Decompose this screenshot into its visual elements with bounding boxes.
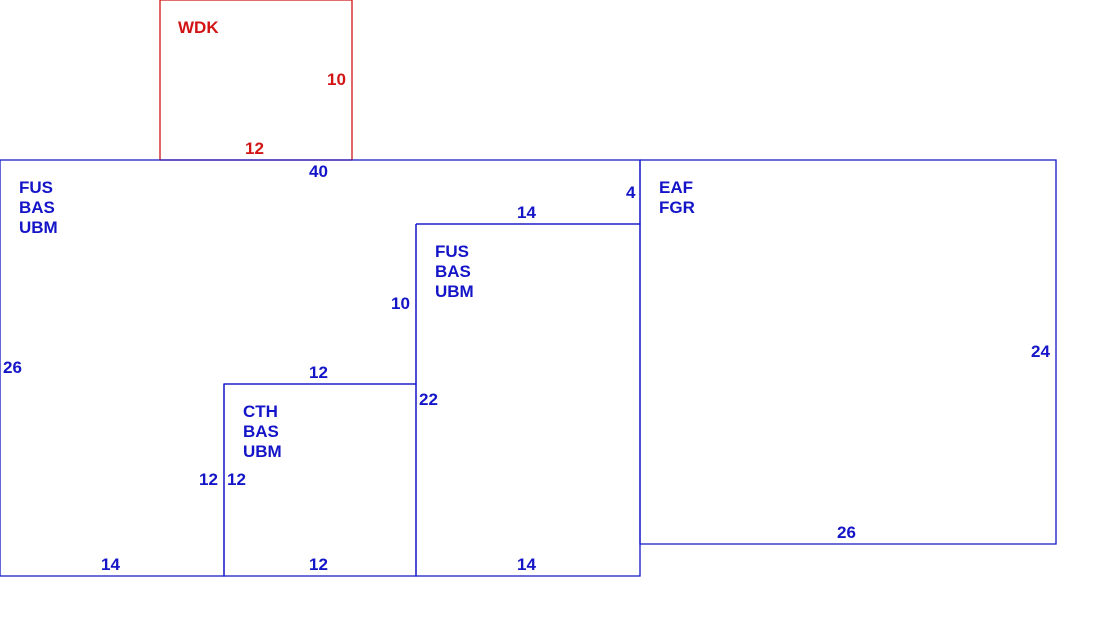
- wdk-dim-right: 10: [327, 70, 346, 89]
- eaf-dim-bottom: 26: [837, 523, 856, 542]
- center-dim-top: 14: [517, 203, 536, 222]
- center-area: FUS BAS UBM 14 10 22 14: [391, 203, 641, 577]
- wdk-dim-bottom: 12: [245, 139, 264, 158]
- center-code-2: BAS: [435, 262, 471, 281]
- wdk-area: WDK 10 12: [159, 0, 353, 161]
- center-dim-left: 10: [391, 294, 410, 313]
- main-dim-left: 26: [3, 358, 22, 377]
- main-code-1: FUS: [19, 178, 53, 197]
- cth-dim-left-outer: 12: [199, 470, 218, 489]
- main-dim-notch: 4: [626, 183, 636, 202]
- main-code-2: BAS: [19, 198, 55, 217]
- eaf-code-2: FGR: [659, 198, 695, 217]
- center-code-1: FUS: [435, 242, 469, 261]
- main-code-3: UBM: [19, 218, 58, 237]
- cth-code-1: CTH: [243, 402, 278, 421]
- wdk-outline: [159, 0, 353, 160]
- cth-code-2: BAS: [243, 422, 279, 441]
- center-code-3: UBM: [435, 282, 474, 301]
- eaf-dim-right: 24: [1031, 342, 1050, 361]
- cth-dim-bottom: 12: [309, 555, 328, 574]
- cth-outline: [223, 383, 417, 577]
- eaf-code-1: EAF: [659, 178, 693, 197]
- center-dim-bottom: 14: [517, 555, 536, 574]
- wdk-code-label: WDK: [178, 18, 219, 37]
- cth-area: CTH BAS UBM 12 12 12 12: [199, 363, 417, 577]
- eaf-area: EAF FGR 24 26: [639, 159, 1057, 545]
- cth-dim-left-inner: 12: [227, 470, 246, 489]
- center-dim-left-lower: 22: [419, 390, 438, 409]
- cth-dim-top: 12: [309, 363, 328, 382]
- eaf-outline: [639, 159, 1057, 545]
- main-dim-top: 40: [309, 162, 328, 181]
- main-dim-bottom: 14: [101, 555, 120, 574]
- cth-code-3: UBM: [243, 442, 282, 461]
